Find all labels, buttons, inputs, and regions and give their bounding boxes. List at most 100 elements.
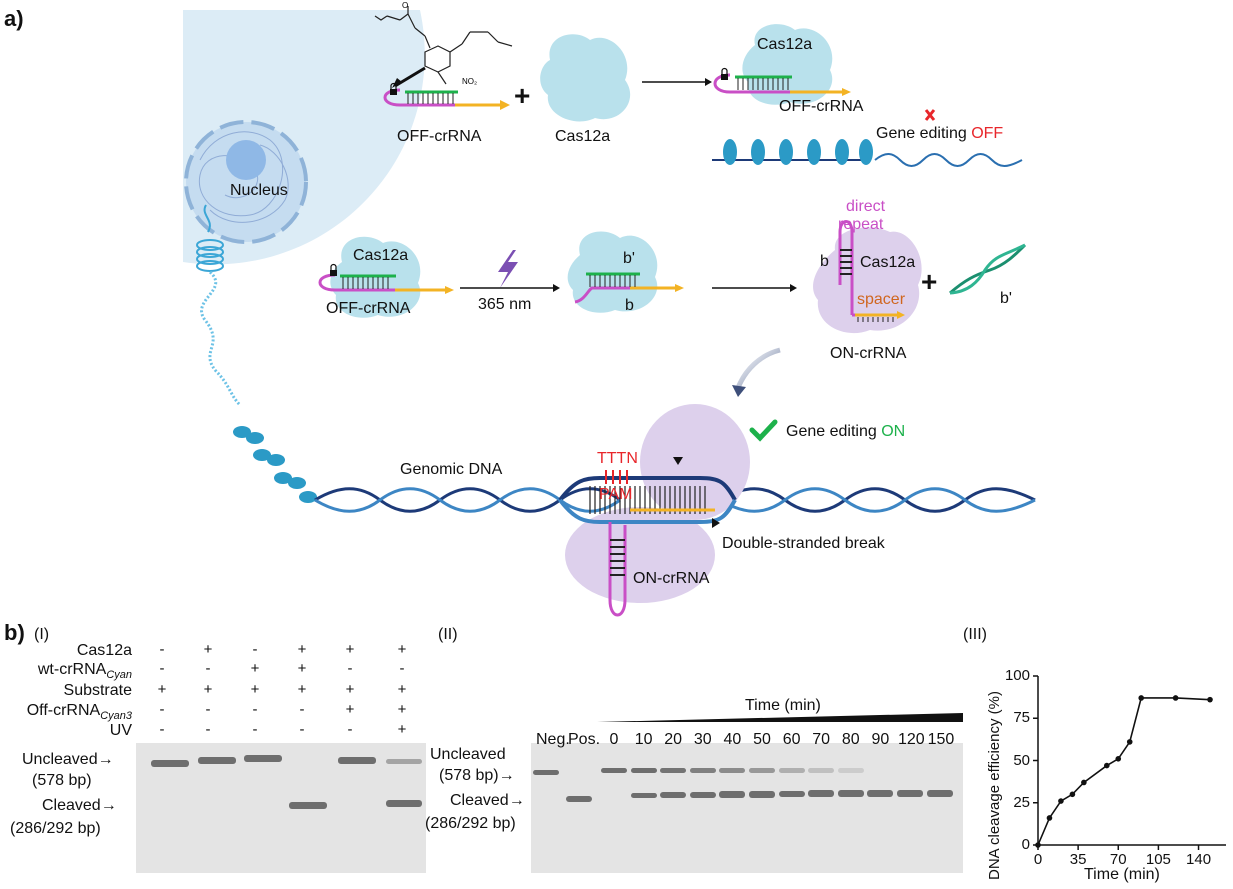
data-point-10 xyxy=(1046,815,1053,821)
sign-r0-l3: + xyxy=(297,641,307,658)
condition-name-2: Substrate xyxy=(63,682,132,699)
repeat-label: repeat xyxy=(838,216,884,233)
curved-arrow xyxy=(735,347,781,389)
tttn-label: TTTN xyxy=(597,450,638,467)
pos-label: Pos. xyxy=(568,731,601,748)
gel-2-band-cleaved-70 xyxy=(808,790,835,798)
gel-2-band-cleaved-60 xyxy=(778,790,805,798)
data-point-30 xyxy=(1069,791,1076,798)
condition-sub-1: Cyan xyxy=(106,669,132,682)
dsb-label: Double-stranded break xyxy=(722,535,885,552)
gel-2-band-uncleaved-10 xyxy=(630,768,657,773)
nucleolus xyxy=(226,140,266,180)
condition-name-4: UV xyxy=(109,722,132,739)
series-line xyxy=(1037,697,1211,846)
gel-2-band-cleaved-150 xyxy=(926,789,953,798)
nucleosome-chain xyxy=(233,426,317,503)
nucleosome-row xyxy=(723,139,873,165)
gel-2-cleaved-label: Cleaved→ xyxy=(450,792,525,809)
sign-r0-l0: - xyxy=(159,641,165,658)
cas12a-on-top xyxy=(640,404,750,520)
gel-2-band-neg xyxy=(533,770,559,775)
condition-label-2: Substrate xyxy=(64,682,132,700)
panel-b-letter: b) xyxy=(4,620,25,645)
sign-r2-l5: + xyxy=(397,681,407,698)
condition-sub-3: Cyan3 xyxy=(100,710,132,723)
condition-label-1: wt-crRNACyan xyxy=(38,661,132,681)
sign-r0-l2: - xyxy=(252,641,258,658)
cas12a-on-bottom xyxy=(565,507,715,603)
neg-label: Neg. xyxy=(536,731,570,748)
sign-r3-l3: - xyxy=(299,701,305,718)
nucleus-label: Nucleus xyxy=(230,182,288,199)
gel-2-band-cleaved-30 xyxy=(689,791,716,798)
dna-short-helix xyxy=(874,153,1023,167)
gel-2-band-uncleaved-70 xyxy=(808,768,835,773)
spacer-label: spacer xyxy=(857,291,906,308)
on-crrna-loop xyxy=(608,522,627,617)
sign-r3-l5: + xyxy=(397,701,407,718)
gel-1-cleaved-label: Cleaved→ xyxy=(42,797,117,814)
gel-1-uncleaved-bp: (578 bp) xyxy=(32,772,92,789)
check-icon xyxy=(749,419,778,442)
off-crrna-1 xyxy=(383,82,510,110)
panel-a-letter: a) xyxy=(4,6,24,31)
data-point-20 xyxy=(1058,798,1064,804)
gel-2-band-cleaved-20 xyxy=(660,792,687,798)
sign-r2-l2: + xyxy=(250,681,260,698)
condition-name-3: Off-crRNA xyxy=(26,702,101,719)
sign-r0-l5: + xyxy=(397,641,407,658)
cas12a-complex-1 xyxy=(742,24,833,105)
wavelength-label: 365 nm xyxy=(478,296,532,313)
cas12a-label-3: Cas12a xyxy=(860,254,916,271)
gel-2-uncleaved-label: Uncleaved xyxy=(430,746,506,763)
chart-ylabel: DNA cleavage efficiency (%) xyxy=(986,691,1003,880)
gel-1-label: (I) xyxy=(34,626,50,643)
gel-2-label: (II) xyxy=(438,626,458,643)
condition-label-4: UV xyxy=(110,722,132,740)
dna-dotted-strand xyxy=(200,270,242,407)
plus-1: + xyxy=(514,80,531,111)
plot-label: (III) xyxy=(963,626,987,643)
gel-2-band-uncleaved-20 xyxy=(660,768,687,773)
structure-formula xyxy=(374,6,513,85)
off-crrna-label-2: OFF-crRNA xyxy=(326,300,411,317)
data-point-60 xyxy=(1104,762,1110,769)
sign-r2-l3: + xyxy=(297,681,307,698)
data-point-120 xyxy=(1172,695,1179,701)
gel-2-band-uncleaved-40 xyxy=(719,768,746,773)
gene-editing-on-word: ON xyxy=(881,423,906,440)
dna-bubble-bottom xyxy=(558,498,737,524)
sign-r3-l2: - xyxy=(252,701,258,718)
gel-1-band-lane2-uncleaved xyxy=(198,757,236,764)
sign-r2-l1: + xyxy=(203,681,213,698)
gel-2-band-cleaved-120 xyxy=(897,789,923,798)
gel-2-band-cleaved-80 xyxy=(837,789,864,798)
lane-label-150: 150 xyxy=(927,731,955,748)
formula-no2: NO₂ xyxy=(462,77,477,86)
cas12a-on-complex xyxy=(813,227,922,334)
sign-r1-l0: - xyxy=(159,660,165,677)
gel-2-band-cleaved-10 xyxy=(630,792,657,798)
data-point-70 xyxy=(1115,756,1122,762)
cas12a-complex-3 xyxy=(567,231,658,313)
sign-r0-l1: + xyxy=(203,641,213,658)
direct-repeat-hairpin xyxy=(838,220,854,315)
formula-oxygen: O xyxy=(402,1,408,10)
cut-marker-bottom xyxy=(712,518,720,528)
gel-2-band-cleaved-90 xyxy=(867,789,894,798)
dna-bubble-top xyxy=(558,476,737,502)
gel-1-cleaved-bp: (286/292 bp) xyxy=(10,820,101,837)
pam-label: PAM xyxy=(599,486,633,503)
condition-name-0: Cas12a xyxy=(76,642,132,659)
gel-1-uncleaved-text: Uncleaved xyxy=(22,751,98,768)
b-label: b xyxy=(625,297,634,314)
gene-editing-on: Gene editing ON xyxy=(786,423,905,441)
off-crrna-2 xyxy=(318,263,454,294)
sign-r4-l2: - xyxy=(252,721,258,738)
sign-r4-l5: + xyxy=(397,721,407,738)
gel-2-uncleaved-bp-text: (578 bp) xyxy=(439,767,499,784)
data-point-40 xyxy=(1081,779,1087,786)
on-crrna-label-2: ON-crRNA xyxy=(633,570,710,587)
